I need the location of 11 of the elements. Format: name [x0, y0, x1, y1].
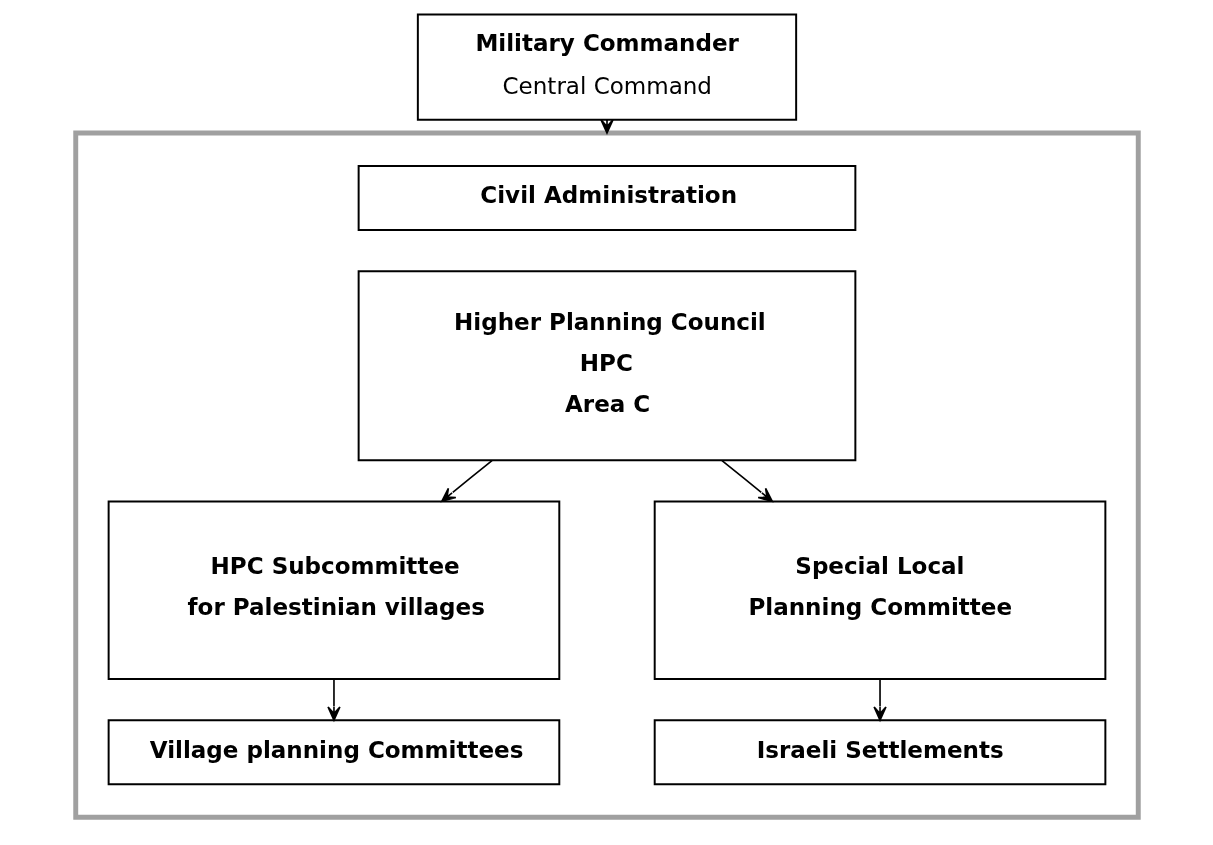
arrow: [872, 678, 887, 721]
node-box: Special Local Planning Committee: [653, 500, 1106, 681]
node-box: HPC Subcommittee for Palestinian villages: [107, 500, 560, 681]
arrow: [326, 678, 341, 721]
node-box: Civil Administration: [357, 164, 856, 232]
arrow: [440, 459, 493, 502]
node-box: Higher Planning Council HPC Area C: [357, 270, 856, 462]
node-box: Israeli Settlements: [653, 719, 1106, 786]
arrow: [720, 459, 773, 502]
cluster: [72, 130, 1141, 820]
node-box: Village planning Committees: [107, 719, 560, 786]
